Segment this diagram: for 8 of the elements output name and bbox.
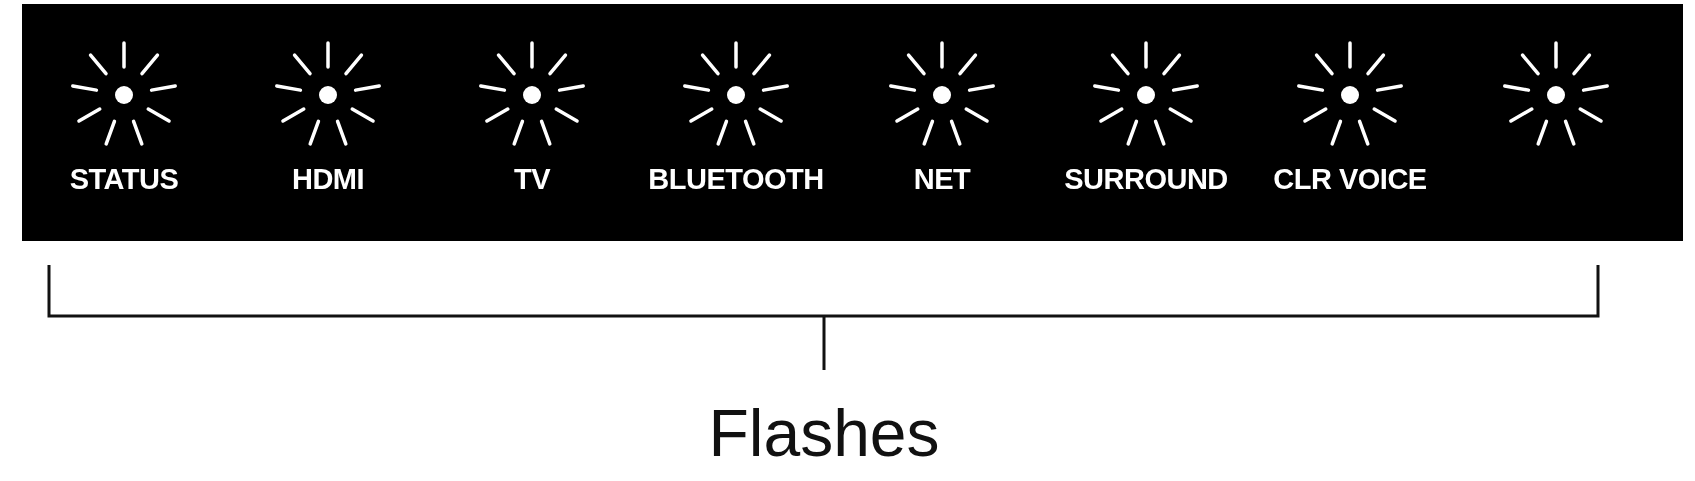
indicator-label: STATUS — [69, 163, 179, 196]
indicator-label: SURROUND — [1064, 163, 1228, 196]
indicator-label: CLR VOICE — [1273, 163, 1427, 196]
indicator-label: TV — [513, 163, 551, 196]
indicator-label: NET — [913, 163, 971, 196]
caption-text: Flashes — [708, 395, 940, 471]
indicator-label: HDMI — [291, 163, 365, 196]
indicator-label: BLUETOOTH — [648, 163, 824, 196]
